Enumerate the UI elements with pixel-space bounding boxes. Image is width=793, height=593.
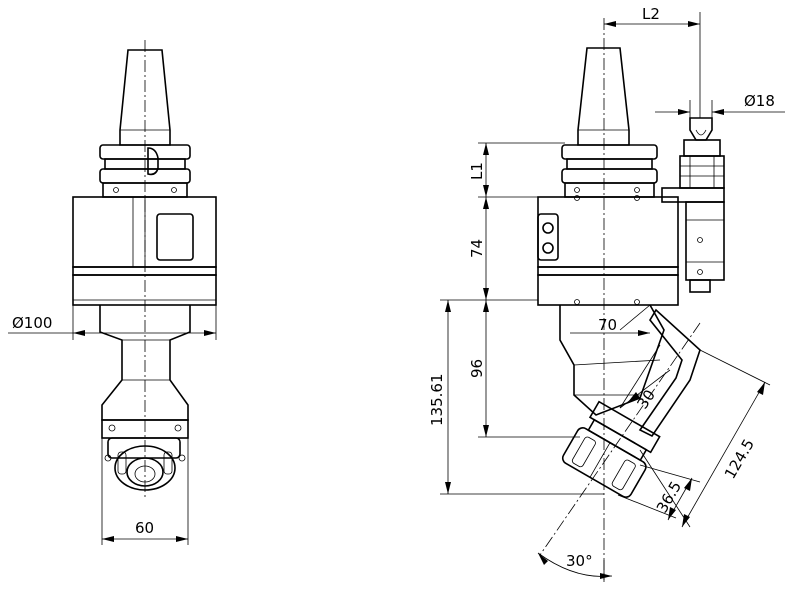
- front-view: Ø100 60: [8, 40, 217, 545]
- dimension-l2: [604, 12, 701, 118]
- dimension-height-135: [440, 299, 604, 495]
- dimension-diameter-100-label: Ø100: [12, 314, 52, 332]
- dimension-height-74: [478, 197, 538, 301]
- side-view: L2 Ø18 L1 74: [428, 5, 785, 582]
- dimension-l1: [478, 142, 565, 198]
- dimension-angle-30: [537, 552, 613, 582]
- dimension-height-96-label: 96: [468, 359, 486, 378]
- side-housing: [537, 196, 679, 306]
- dimension-diameter-18: [655, 100, 785, 118]
- dimension-length-36: [617, 464, 701, 521]
- dimension-diameter-18-label: Ø18: [744, 92, 775, 110]
- side-taper-shank: [577, 47, 630, 146]
- dimension-angle-30-label: 30°: [566, 552, 593, 570]
- side-flange: [561, 144, 658, 201]
- dimension-l2-label: L2: [642, 5, 660, 23]
- front-housing: [72, 196, 217, 306]
- dimension-length-36-label: 36.5: [653, 478, 685, 516]
- dimension-offset-70: [570, 330, 650, 336]
- dimension-length-124-label: 124.5: [721, 436, 758, 482]
- dimension-height-96: [478, 300, 580, 438]
- side-stop-block: [661, 117, 725, 293]
- dimension-height-135-label: 135.61: [428, 374, 446, 427]
- side-angled-head: [559, 304, 701, 438]
- side-tilted-collet: [561, 400, 661, 498]
- dimension-l1-label: L1: [468, 162, 486, 180]
- dimension-diameter-100: [8, 305, 217, 340]
- dimension-height-74-label: 74: [468, 239, 486, 258]
- dimension-length-124: [639, 349, 771, 528]
- dimension-width-60-label: 60: [135, 519, 154, 537]
- dimension-offset-70-label: 70: [598, 316, 617, 334]
- tilted-axis-centerline: [539, 322, 701, 556]
- front-flange: [99, 144, 191, 198]
- dimension-length-30: [619, 344, 671, 409]
- dimension-width-60: [101, 420, 189, 545]
